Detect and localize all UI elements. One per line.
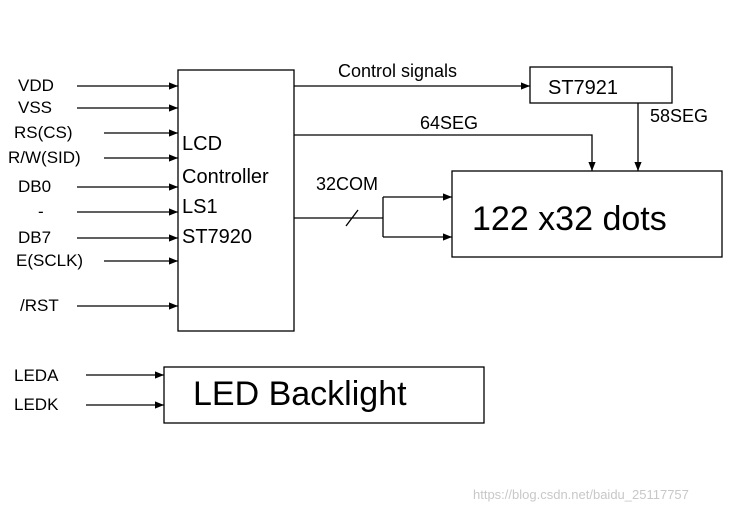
led-backlight-label: LED Backlight [193, 375, 407, 413]
seg64-arrow [294, 134, 596, 171]
com32-bus-slash [345, 209, 359, 227]
pin-vss-label: VSS [18, 98, 52, 117]
control-signals-label: Control signals [338, 61, 457, 81]
pin-rs-label: RS(CS) [14, 123, 73, 142]
led-backlight-box [163, 366, 485, 424]
controller-line-2: Controller [182, 166, 269, 188]
pin-ledk-label: LEDK [14, 395, 59, 414]
pin-db0-label: DB0 [18, 177, 51, 196]
pin-leda-label: LEDA [14, 366, 59, 385]
com32-label: 32COM [316, 174, 378, 194]
seg58-label: 58SEG [650, 106, 708, 126]
st7921-box [529, 66, 673, 104]
pin-db7-label: DB7 [18, 228, 51, 247]
pin-rst-label: /RST [20, 296, 59, 315]
display-box [451, 170, 723, 258]
pin-dash-label: - [38, 202, 44, 221]
lcd-controller-box [177, 69, 295, 332]
controller-line-3: LS1 [182, 196, 218, 218]
seg64-label: 64SEG [420, 113, 478, 133]
display-label: 122 x32 dots [472, 200, 667, 238]
controller-line-1: LCD [182, 133, 222, 155]
pin-rw-label: R/W(SID) [8, 148, 81, 167]
watermark: https://blog.csdn.net/baidu_25117757 [473, 487, 689, 502]
controller-line-4: ST7920 [182, 226, 252, 248]
pin-vdd-label: VDD [18, 76, 54, 95]
st7921-label: ST7921 [548, 77, 618, 99]
pin-e-label: E(SCLK) [16, 251, 83, 270]
